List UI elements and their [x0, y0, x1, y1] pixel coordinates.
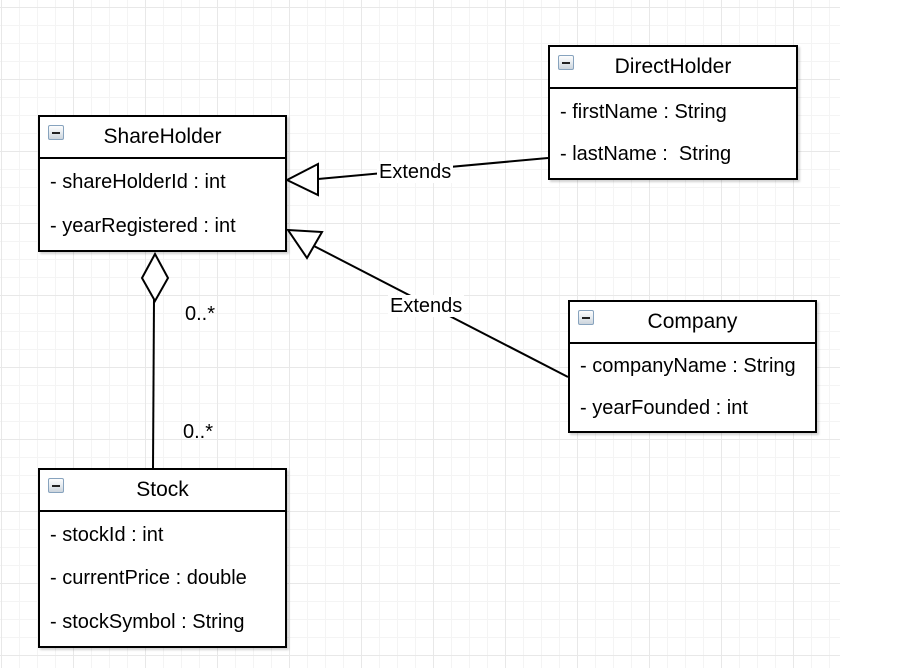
- class-attributes: - firstName : String - lastName : String: [550, 89, 796, 178]
- class-directholder[interactable]: DirectHolder - firstName : String - last…: [548, 45, 798, 180]
- class-name: ShareHolder: [103, 125, 222, 148]
- collapse-minus-icon[interactable]: [578, 310, 594, 325]
- attribute: - yearFounded : int: [580, 396, 748, 419]
- inheritance-triangle-icon: [286, 228, 324, 260]
- attribute: - stockId : int: [50, 524, 164, 547]
- edge-label-extends-directholder: Extends: [377, 161, 454, 183]
- class-attributes: - stockId : int - currentPrice : double …: [40, 512, 285, 646]
- class-title-bar: Stock: [40, 470, 285, 512]
- class-title-bar: Company: [570, 302, 815, 344]
- class-title-bar: DirectHolder: [550, 47, 796, 89]
- collapse-minus-icon[interactable]: [48, 125, 64, 140]
- collapse-minus-icon[interactable]: [48, 478, 64, 493]
- inheritance-triangle-icon: [284, 162, 319, 197]
- attribute: - firstName : String: [560, 100, 727, 123]
- attribute: - lastName : String: [560, 143, 732, 166]
- collapse-minus-icon[interactable]: [558, 55, 574, 70]
- attribute: - currentPrice : double: [50, 567, 247, 590]
- class-shareholder[interactable]: ShareHolder - shareHolderId : int - year…: [38, 115, 287, 252]
- multiplicity-label-source: 0..*: [185, 303, 216, 325]
- attribute: - companyName : String: [580, 355, 796, 378]
- attribute: - shareHolderId : int: [50, 171, 226, 194]
- class-name: Company: [647, 310, 738, 333]
- class-name: Stock: [136, 478, 189, 501]
- class-stock[interactable]: Stock - stockId : int - currentPrice : d…: [38, 468, 287, 648]
- class-title-bar: ShareHolder: [40, 117, 285, 159]
- class-attributes: - shareHolderId : int - yearRegistered :…: [40, 159, 285, 250]
- attribute: - yearRegistered : int: [50, 214, 236, 237]
- class-name: DirectHolder: [614, 55, 732, 78]
- class-company[interactable]: Company - companyName : String - yearFou…: [568, 300, 817, 433]
- attribute: - stockSymbol : String: [50, 610, 245, 633]
- aggregation-diamond-icon: [140, 251, 170, 304]
- class-attributes: - companyName : String - yearFounded : i…: [570, 344, 815, 431]
- multiplicity-label-target: 0..*: [183, 421, 214, 443]
- edge-aggregation-shareholder-stock[interactable]: [140, 251, 170, 469]
- edge-label-extends-company: Extends: [388, 295, 465, 317]
